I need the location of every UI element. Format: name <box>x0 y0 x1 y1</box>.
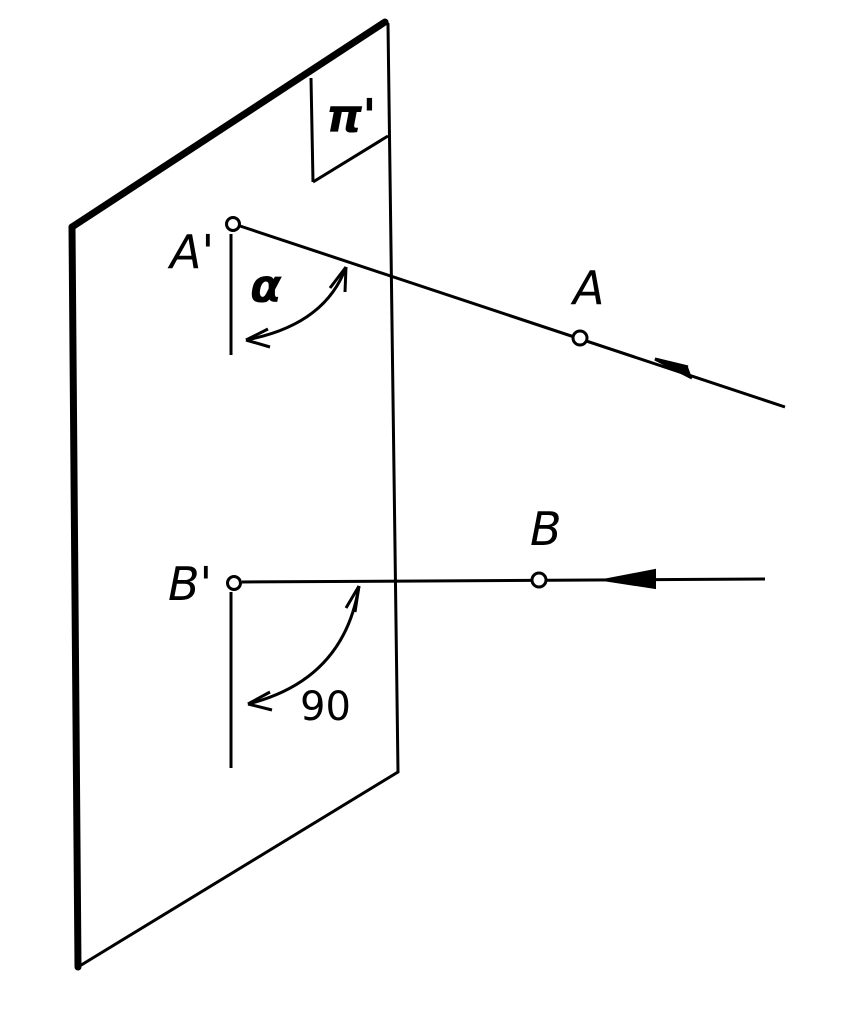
ray-a-line <box>239 224 786 409</box>
point-b-label: B <box>530 502 562 556</box>
angle-alpha-label: α <box>250 259 282 313</box>
point-b-proj-marker <box>226 575 242 591</box>
angle-alpha-arrow-top <box>328 266 348 293</box>
plane-label-tag <box>309 77 389 184</box>
angle-90-label: 90 <box>300 684 351 730</box>
projection-plane <box>68 18 400 971</box>
ray-b <box>241 568 766 590</box>
angle-alpha-arrow-bottom <box>245 327 271 349</box>
plane-label-tag-bottom <box>312 134 389 184</box>
projection-a-group <box>229 234 348 355</box>
plane-label: π' <box>326 89 376 143</box>
angle-90-arrow-top <box>344 585 361 613</box>
plane-bottom-edge <box>76 770 400 969</box>
angle-90-arc <box>247 585 361 706</box>
plane-label-tag-left <box>309 77 315 183</box>
ray-a <box>239 224 786 409</box>
projection-b-group <box>229 585 361 768</box>
ray-b-arrowhead <box>602 568 656 590</box>
point-a-marker <box>571 329 589 347</box>
point-a-proj-marker <box>225 216 241 232</box>
plane-left-edge <box>68 223 82 971</box>
point-a-proj-label: A' <box>167 225 214 279</box>
plane-right-edge <box>386 22 400 774</box>
point-b-marker <box>530 571 548 589</box>
ray-a-arrowhead <box>654 357 693 380</box>
ray-b-line <box>241 577 766 584</box>
angle-90-arrow-bottom <box>247 690 273 712</box>
point-a-label: A <box>570 261 604 315</box>
angle-alpha-arc <box>245 266 348 342</box>
plane-top-edge <box>68 18 389 231</box>
point-b-proj-label: B' <box>168 557 212 611</box>
